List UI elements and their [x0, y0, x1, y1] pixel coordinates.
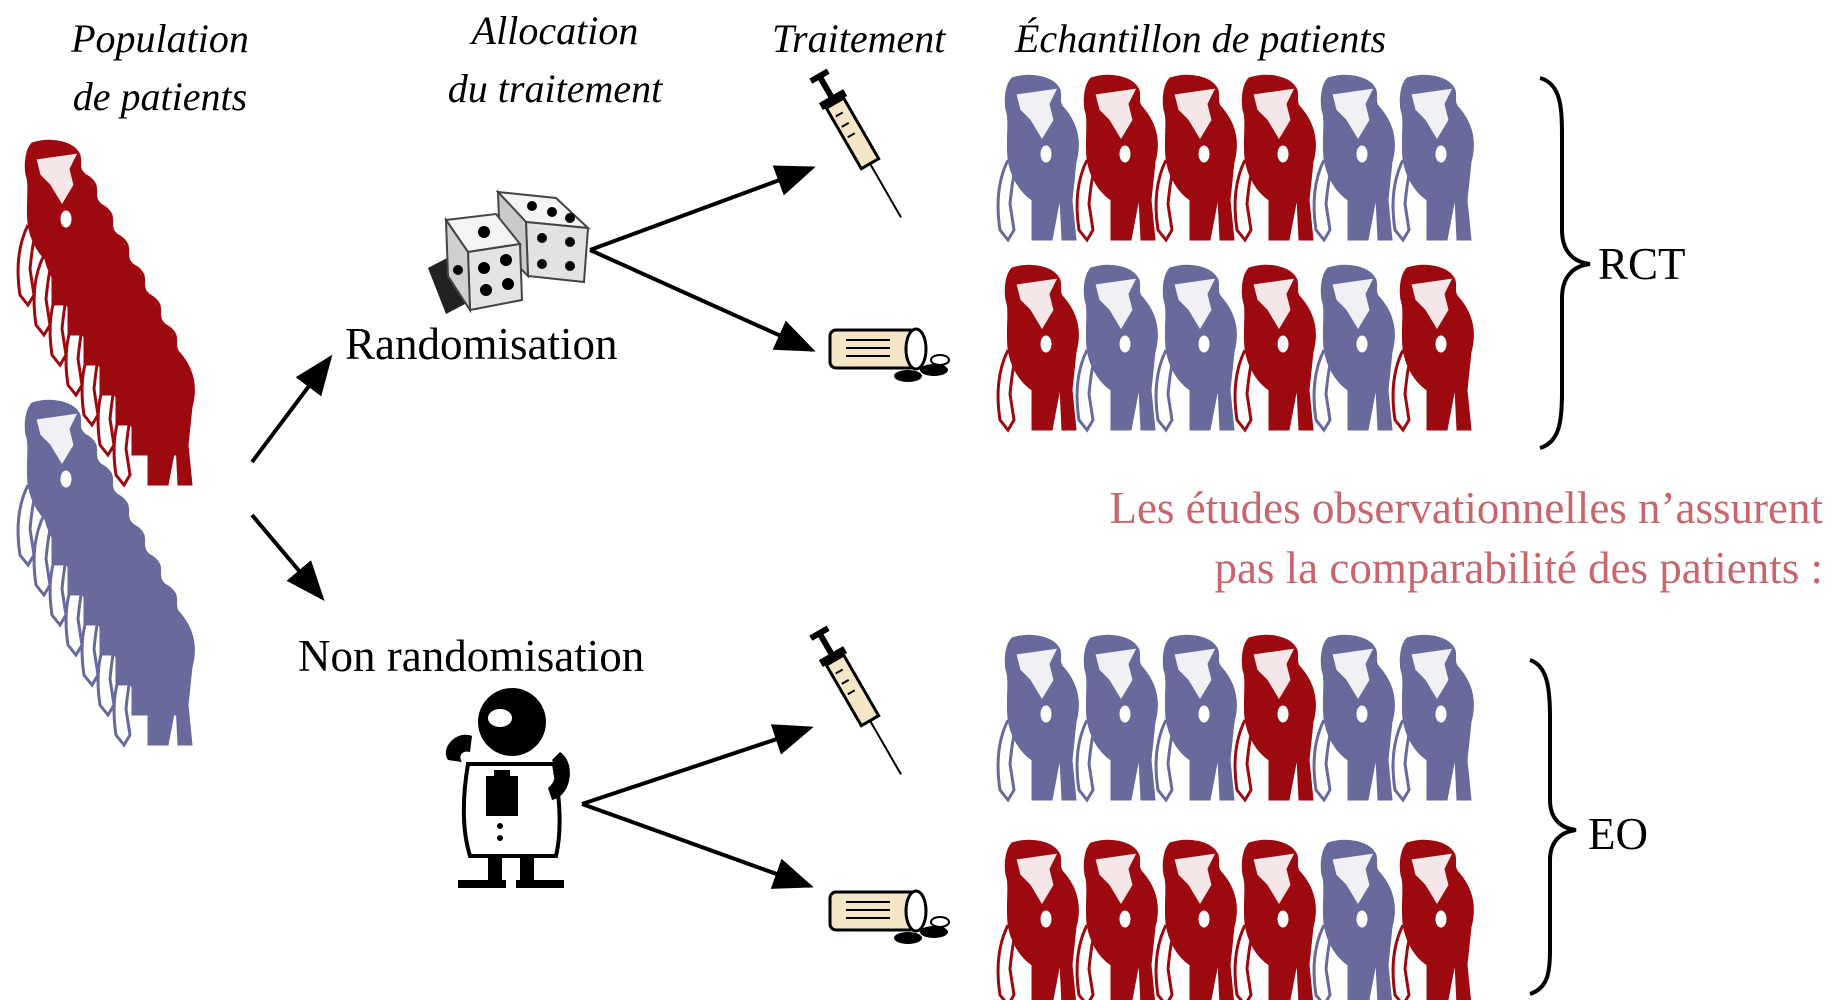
- sample-row-eo-pills: [996, 838, 1475, 1000]
- header-population-line1: Population: [71, 16, 249, 61]
- patient-icon: [1391, 633, 1475, 802]
- header-sample: Échantillon de patients: [1015, 16, 1387, 61]
- label-rct: RCT: [1598, 239, 1686, 289]
- header-allocation: Allocation du traitement: [420, 2, 690, 118]
- header-treatment: Traitement: [772, 16, 946, 61]
- header-population: Population de patients: [50, 10, 270, 126]
- patient-icon: [1075, 73, 1159, 242]
- observational-note-line2: pas la comparabilité des patients :: [1214, 543, 1823, 593]
- patient-icon: [1154, 73, 1238, 242]
- pill-bottle-icon-rct: [828, 327, 950, 382]
- arrow-eo-to-syringe: [581, 724, 814, 806]
- patient-icon: [1391, 838, 1475, 1000]
- label-non-randomisation: Non randomisation: [298, 631, 645, 681]
- patient-icon: [1233, 73, 1317, 242]
- patient-icon: [1312, 73, 1396, 242]
- arrow-to-randomisation: [250, 354, 333, 464]
- sample-row-rct-pills: [996, 263, 1475, 432]
- patient-icon: [1312, 263, 1396, 432]
- patient-icon: [1233, 838, 1317, 1000]
- patient-icon: [996, 838, 1080, 1000]
- patient-icon: [1312, 633, 1396, 802]
- patient-icon: [1154, 263, 1238, 432]
- header-allocation-line2: du traitement: [447, 66, 663, 111]
- syringe-icon-eo: [809, 625, 902, 775]
- patient-icon: [996, 73, 1080, 242]
- sample-row-rct-syringe: [996, 73, 1475, 242]
- arrow-rct-to-pills: [589, 248, 816, 352]
- brace-eo: [1529, 658, 1577, 996]
- patient-icon: [1391, 263, 1475, 432]
- patient-icon: [1233, 633, 1317, 802]
- observational-note: Les études observationnelles n’assurent …: [1109, 478, 1823, 598]
- patient-icon: [1075, 633, 1159, 802]
- syringe-icon-rct: [809, 68, 902, 218]
- label-randomisation: Randomisation: [345, 319, 618, 369]
- doctor-icon: [445, 688, 570, 888]
- header-population-line2: de patients: [72, 74, 248, 119]
- label-eo: EO: [1588, 809, 1648, 859]
- patient-icon: [1154, 633, 1238, 802]
- observational-note-line1: Les études observationnelles n’assurent: [1109, 483, 1823, 533]
- patient-icon: [996, 263, 1080, 432]
- patient-icon: [1154, 838, 1238, 1000]
- patient-icon: [1312, 838, 1396, 1000]
- patient-icon: [996, 633, 1080, 802]
- header-allocation-line1: Allocation: [471, 8, 639, 53]
- arrow-rct-to-syringe: [589, 165, 816, 252]
- pill-bottle-icon-eo: [828, 889, 950, 944]
- patient-icon: [1233, 263, 1317, 432]
- brace-rct: [1539, 76, 1591, 450]
- patient-icon: [1391, 73, 1475, 242]
- sample-row-eo-syringe: [996, 633, 1475, 802]
- patient-icon: [1075, 838, 1159, 1000]
- arrow-eo-to-pills: [581, 802, 814, 889]
- dice-icon: [428, 189, 591, 314]
- patient-icon: [16, 398, 100, 567]
- arrow-to-non-randomisation: [250, 513, 325, 602]
- patient-icon: [1075, 263, 1159, 432]
- patient-icon: [16, 138, 100, 307]
